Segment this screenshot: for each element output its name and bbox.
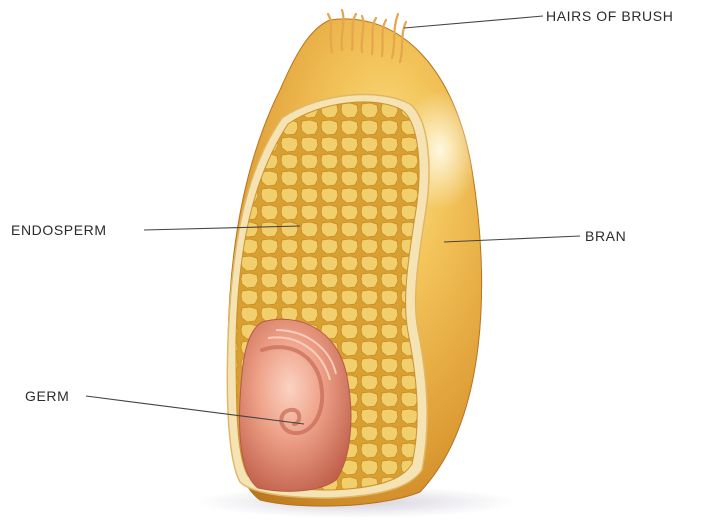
label-bran: BRAN bbox=[585, 228, 626, 244]
germ-region bbox=[240, 319, 351, 491]
leader-line-hairs bbox=[404, 16, 543, 28]
label-germ: GERM bbox=[25, 388, 69, 404]
label-endosperm: ENDOSPERM bbox=[11, 222, 107, 238]
label-hairs-of-brush: HAIRS OF BRUSH bbox=[546, 8, 673, 24]
